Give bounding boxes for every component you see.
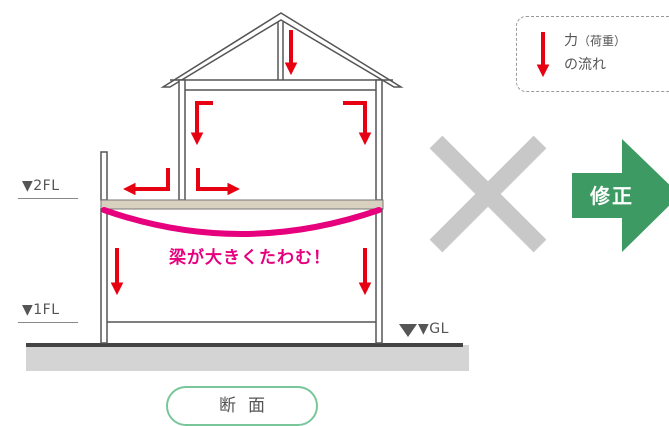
- load-arrow-mid-right: [196, 168, 241, 196]
- level-1fl-label: ▼1FL: [22, 302, 60, 318]
- level-gl-label: ▼GL: [418, 321, 449, 337]
- load-arrow-mid-left: [122, 168, 170, 196]
- deflection-warning-label: 梁が大きくたわむ！: [169, 248, 331, 268]
- lower-left-wall: [100, 208, 108, 344]
- fix-label: 修正: [590, 184, 634, 208]
- gl-marker: [399, 324, 417, 337]
- lower-right-wall: [375, 208, 383, 344]
- second-floor-beam: [100, 199, 384, 210]
- level-1fl-line: [18, 322, 78, 323]
- fix-arrow-shape: [572, 139, 669, 252]
- parapet-post: [100, 151, 108, 201]
- load-arrow-upper-left: [190, 101, 213, 146]
- beam-deflection-curve: [101, 207, 382, 237]
- section-badge: 断面: [166, 386, 318, 426]
- cross-mark-icon: [429, 135, 547, 253]
- upper-left-wall: [178, 79, 186, 201]
- upper-right-wall: [375, 79, 383, 201]
- legend-load-label: （荷重）: [578, 34, 627, 48]
- legend-force-label: 力: [564, 33, 578, 49]
- load-arrow-upper-right: [343, 101, 372, 146]
- ground-line: [26, 343, 463, 347]
- level-2fl-line: [18, 198, 78, 199]
- legend-box: [516, 16, 669, 92]
- roof-outline: [160, 12, 404, 88]
- legend-flow-label: の流れ: [564, 57, 606, 73]
- level-2fl-label: ▼2FL: [22, 178, 60, 194]
- ground-slab: [26, 345, 469, 371]
- legend-line1: 力（荷重）: [564, 30, 626, 50]
